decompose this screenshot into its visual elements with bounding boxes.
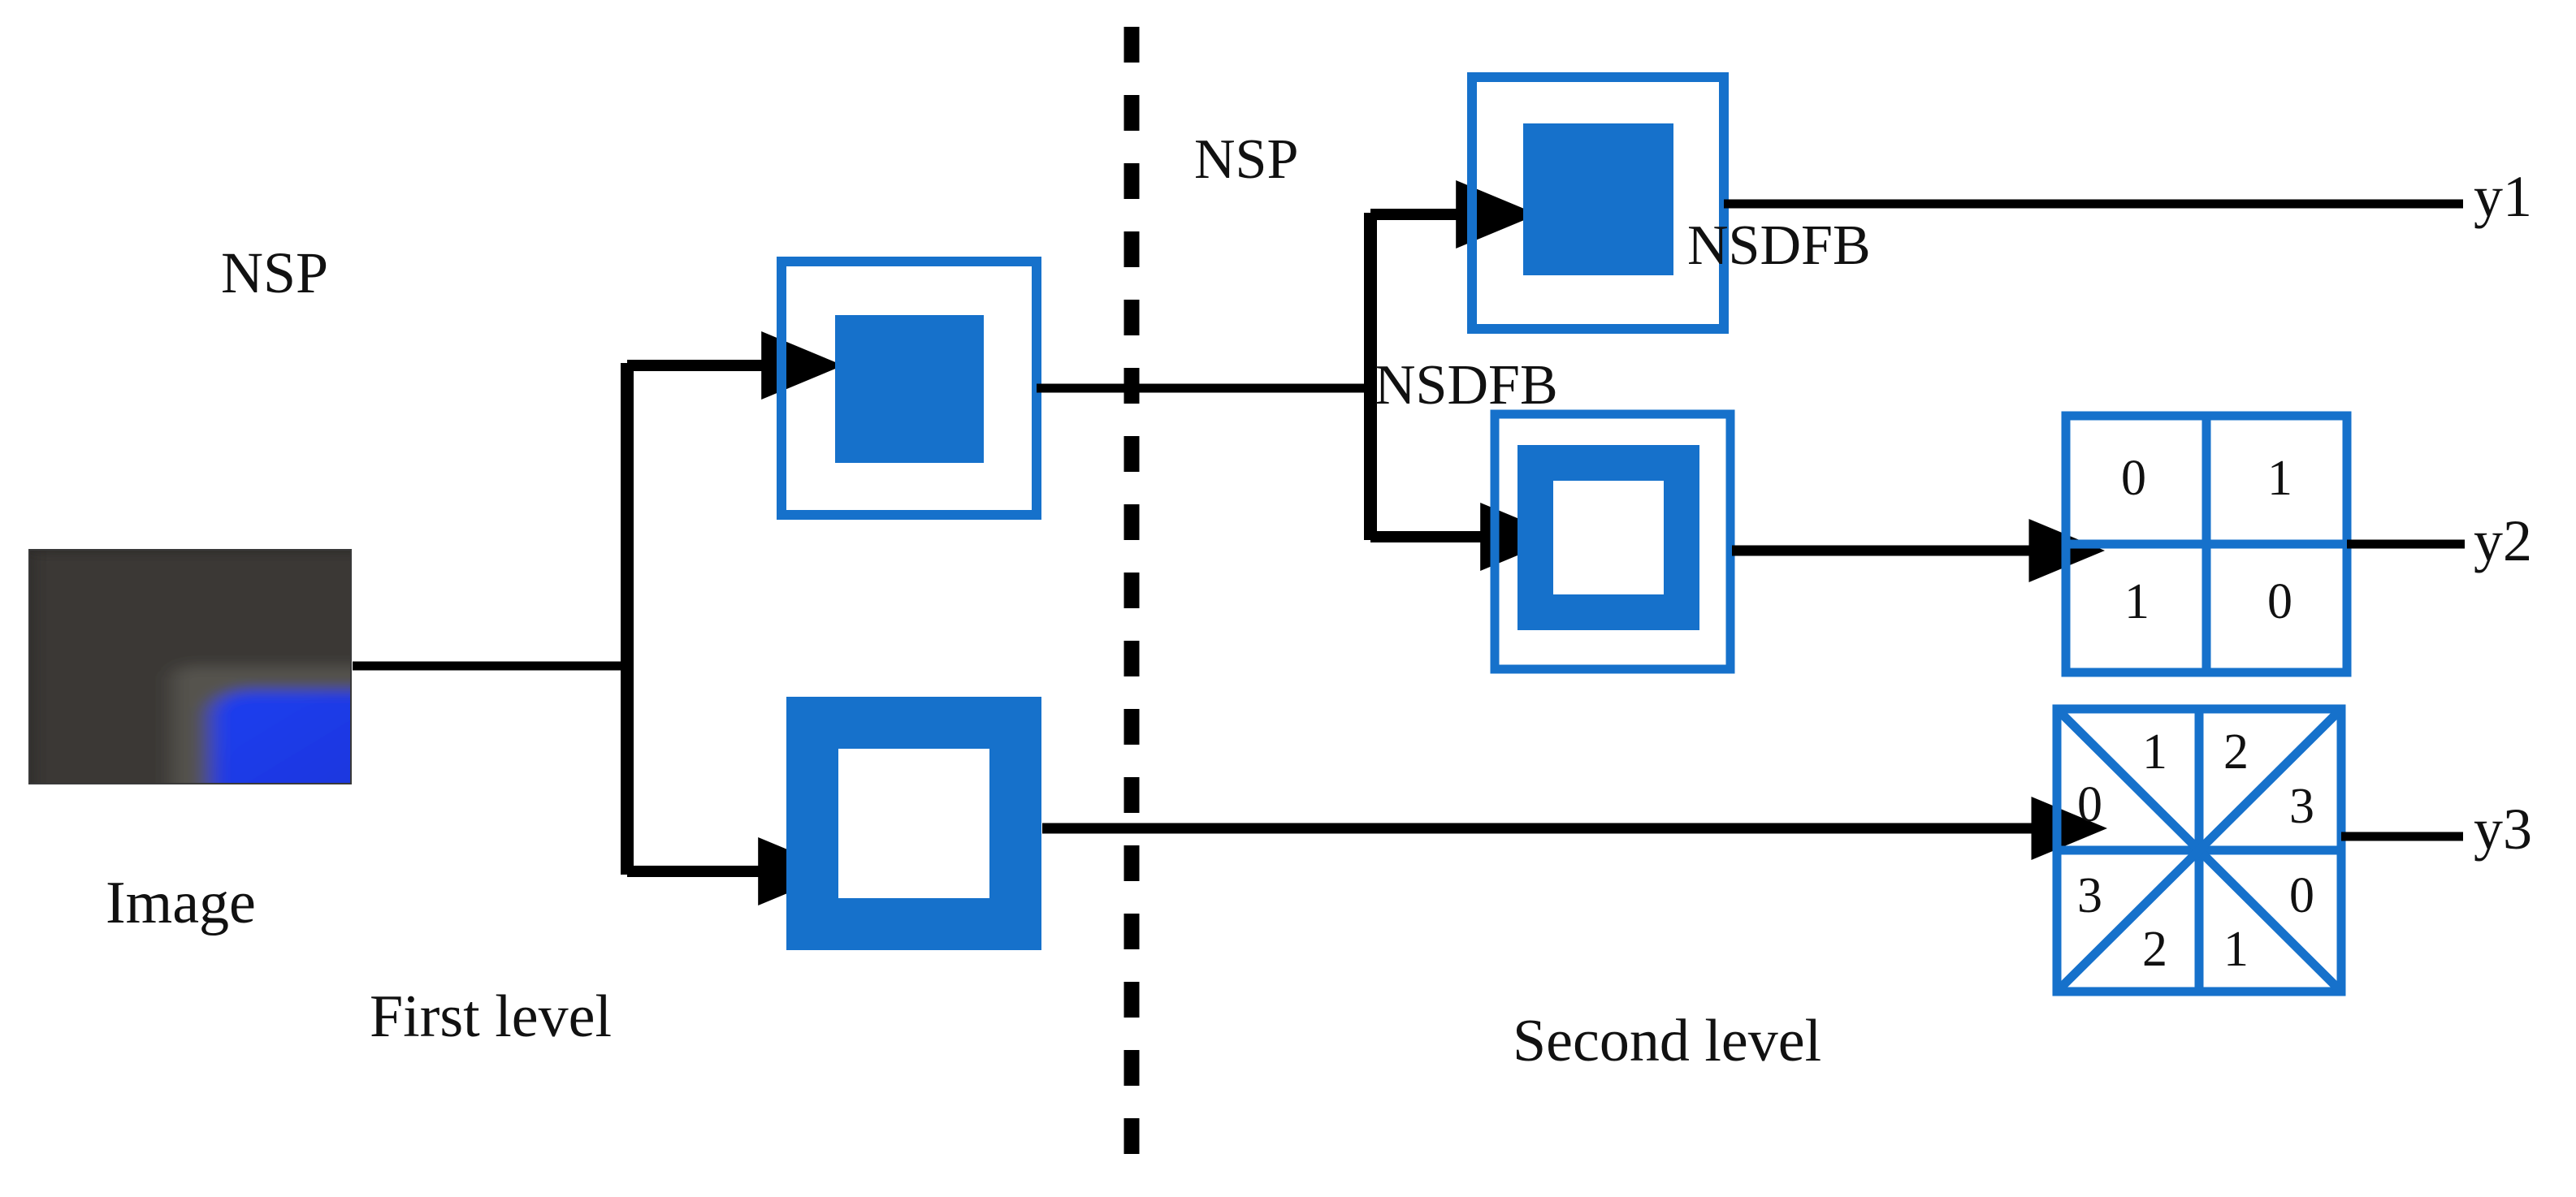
input-image-artwork	[30, 551, 350, 783]
y3-wedge-tl-top: 1	[2142, 724, 2167, 780]
output-label-y1: y1	[2474, 164, 2532, 229]
y2-cell-0-1: 1	[2267, 451, 2292, 506]
output-label-y2: y2	[2474, 508, 2532, 573]
y3-wedge-tr-right: 3	[2289, 779, 2314, 834]
stage-label-second: Second level	[1513, 1008, 1822, 1074]
y3-wedge-bl-left: 3	[2077, 868, 2102, 923]
y2-cell-1-0: 1	[2124, 574, 2150, 629]
stage-label-first: First level	[370, 983, 613, 1050]
label-nsp-first-level: NSP	[221, 240, 329, 305]
y2-cell-0-0: 0	[2121, 451, 2146, 506]
label-nsdfb-second-level: NSDFB	[1687, 214, 1871, 277]
level1-highpass-block	[786, 697, 1041, 950]
level1-lowpass-block	[777, 257, 1041, 520]
output-label-y3: y3	[2474, 797, 2532, 862]
y3-wedge-bl-bottom: 2	[2142, 922, 2167, 977]
label-nsdfb-first-level: NSDFB	[1375, 354, 1558, 417]
level2-highpass-block	[1490, 409, 1735, 674]
y2-cell-1-1: 0	[2267, 574, 2292, 629]
y2-directional-grid	[2061, 411, 2352, 677]
input-image-caption: Image	[106, 870, 256, 936]
y3-wedge-tl-left: 0	[2077, 777, 2102, 832]
y3-wedge-tr-top: 2	[2223, 724, 2249, 780]
y3-wedge-br-right: 0	[2289, 868, 2314, 923]
label-nsp-second-level: NSP	[1194, 128, 1299, 191]
input-image-thumbnail	[28, 549, 352, 784]
y3-wedge-br-bottom: 1	[2223, 922, 2249, 977]
level2-lowpass-block	[1467, 72, 1729, 334]
y3-directional-grid	[2052, 704, 2346, 996]
